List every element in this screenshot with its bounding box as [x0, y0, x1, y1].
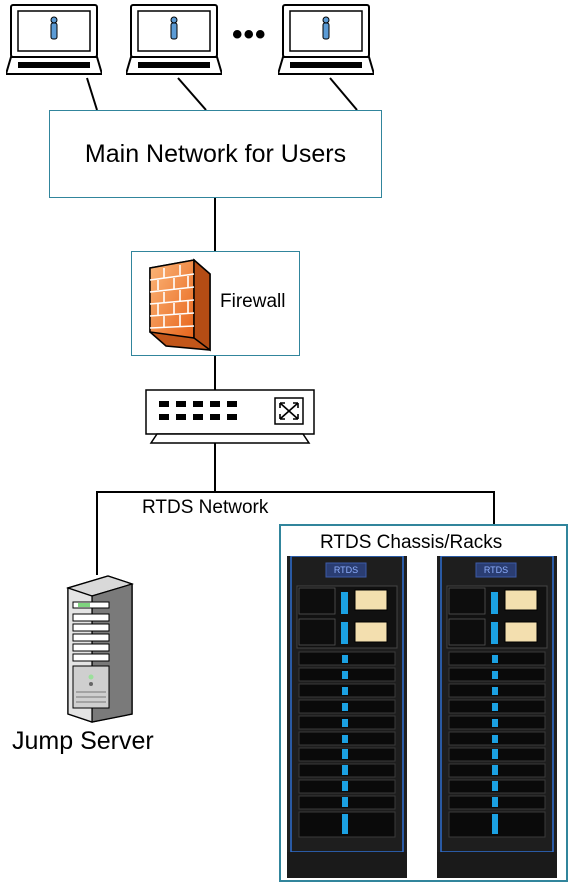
- rack-badge: RTDS: [333, 565, 359, 575]
- laptop-icon: [6, 4, 102, 75]
- rtds-rack: RTDS: [437, 555, 557, 883]
- connector-laptop3: [329, 77, 358, 111]
- laptop-icon: [278, 4, 374, 75]
- server-icon: [66, 575, 134, 723]
- network-switch-icon: [145, 389, 315, 444]
- main-network-label: Main Network for Users: [84, 139, 347, 168]
- firewall-icon: [149, 258, 211, 352]
- more-users-ellipsis: •••: [232, 18, 267, 51]
- connector-laptop1: [86, 77, 98, 111]
- main-network-box: Main Network for Users: [49, 110, 382, 198]
- rtds-racks-label: RTDS Chassis/Racks: [320, 532, 503, 553]
- laptop-icon: [126, 4, 222, 75]
- connector-laptop2: [177, 77, 207, 111]
- firewall-label: Firewall: [220, 291, 286, 312]
- connector-bus: [96, 491, 495, 575]
- rack-icon: [287, 555, 407, 878]
- jump-server-label: Jump Server: [12, 727, 154, 755]
- rack-badge: RTDS: [483, 565, 509, 575]
- rtds-network-label: RTDS Network: [142, 497, 269, 518]
- rack-icon: [437, 555, 557, 878]
- rtds-rack: RTDS: [287, 555, 407, 883]
